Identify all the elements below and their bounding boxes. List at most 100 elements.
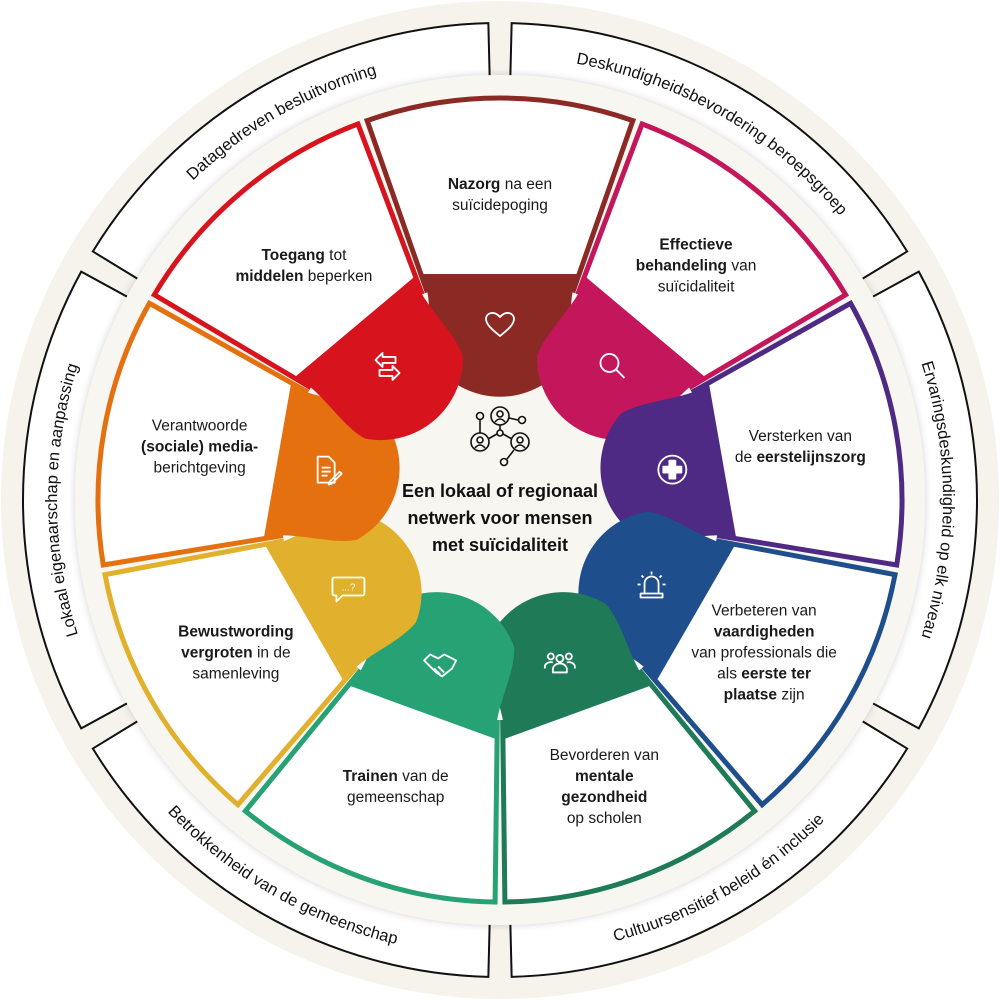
center-title: Een lokaal of regionaal netwerk voor men… bbox=[350, 478, 650, 559]
segment-eerstelijnszorg[interactable] bbox=[690, 299, 905, 568]
label-line: mentale bbox=[504, 766, 704, 787]
handshake-icon bbox=[423, 653, 458, 678]
segment-effectieve-behandeling[interactable] bbox=[575, 120, 850, 390]
label-line: behandeling van bbox=[596, 256, 796, 277]
label-text: samenleving bbox=[192, 665, 280, 682]
label-line: gemeenschap bbox=[296, 787, 496, 808]
medical-cross-icon bbox=[657, 454, 688, 485]
label-line: Verbeteren van bbox=[664, 600, 864, 621]
label-text: Versterken van bbox=[748, 428, 853, 446]
label-emphasis: Effectieve bbox=[659, 236, 733, 254]
label-line: suïcidaliteit bbox=[596, 277, 796, 298]
label-line: plaatse zijn bbox=[664, 684, 864, 705]
label-line: berichtgeving bbox=[100, 458, 300, 479]
label-text: suïcidaliteit bbox=[657, 278, 735, 296]
label-text: op scholen bbox=[566, 809, 642, 827]
label-text: Bevorderen van bbox=[549, 746, 660, 764]
label-text: van professionals die bbox=[691, 644, 837, 661]
label-text: de bbox=[734, 449, 757, 467]
label-line: van professionals die bbox=[664, 642, 864, 663]
label-emphasis: Trainen bbox=[342, 767, 398, 785]
label-emphasis: vaardigheden bbox=[713, 623, 815, 640]
label-line: Versterken van bbox=[700, 426, 900, 447]
label-line: vaardigheden bbox=[664, 621, 864, 642]
label-emphasis: plaatse bbox=[723, 686, 778, 703]
segment-trainen[interactable] bbox=[241, 668, 500, 905]
label-emphasis: (sociale) media- bbox=[141, 438, 259, 456]
label-line: Nazorg na een bbox=[400, 174, 600, 195]
label-emphasis: Bewustwording bbox=[178, 623, 294, 640]
label-text: Verantwoorde bbox=[151, 417, 248, 435]
segment-media-berichtgeving[interactable] bbox=[95, 299, 310, 568]
center-title-line: netwerk voor mensen bbox=[407, 508, 593, 528]
center-title-line: Een lokaal of regionaal bbox=[401, 481, 599, 501]
segment-bewustwording-label: Bewustwording vergroten in de samenleving bbox=[136, 621, 336, 684]
label-text: van bbox=[727, 257, 757, 275]
label-line: vergroten in de bbox=[136, 642, 336, 663]
exchange-arrows-icon bbox=[374, 352, 401, 381]
label-emphasis: Toegang bbox=[261, 247, 325, 265]
label-emphasis: eerstelijnszorg bbox=[756, 449, 866, 467]
label-emphasis: gezondheid bbox=[561, 788, 648, 806]
label-line: gezondheid bbox=[504, 787, 704, 808]
label-text: suïcidepoging bbox=[452, 197, 548, 214]
segment-vaardigheden[interactable] bbox=[641, 538, 898, 809]
label-text: van de bbox=[397, 767, 449, 785]
heart-icon bbox=[485, 312, 515, 337]
segment-bewustwording[interactable] bbox=[102, 538, 359, 809]
label-line: Effectieve bbox=[596, 235, 796, 256]
label-line: Trainen van de bbox=[296, 766, 496, 787]
document-pen-icon bbox=[316, 455, 343, 486]
label-text: Verbeteren van bbox=[711, 602, 817, 619]
segment-mentale-gezondheid[interactable] bbox=[500, 668, 759, 905]
label-line: (sociale) media- bbox=[100, 437, 300, 458]
label-emphasis: behandeling bbox=[635, 257, 728, 275]
svg-text:...?: ...? bbox=[341, 583, 355, 594]
label-line: samenleving bbox=[136, 663, 336, 684]
segment-nazorg-label: Nazorg na een suïcidepoging bbox=[400, 174, 600, 216]
label-emphasis: mentale bbox=[575, 767, 634, 785]
label-line: middelen beperken bbox=[204, 266, 404, 287]
speech-bubble-icon: ...? bbox=[331, 576, 366, 603]
segment-media-berichtgeving-label: Verantwoorde (sociale) media-berichtgevin… bbox=[100, 416, 300, 479]
segment-nazorg[interactable] bbox=[363, 95, 637, 294]
label-text: berichtgeving bbox=[153, 459, 246, 477]
segment-eerstelijnszorg-drop[interactable] bbox=[588, 384, 736, 558]
label-text: na een bbox=[500, 176, 553, 193]
people-group-icon bbox=[543, 652, 576, 674]
label-text: beperken bbox=[303, 268, 373, 286]
label-line: Bevorderen van bbox=[504, 745, 704, 766]
label-text: tot bbox=[324, 247, 347, 265]
magnifier-icon bbox=[599, 353, 626, 379]
siren-icon bbox=[637, 571, 666, 599]
label-emphasis: middelen bbox=[235, 268, 304, 286]
label-line: de eerstelijnszorg bbox=[700, 447, 900, 468]
label-emphasis: Nazorg bbox=[447, 176, 501, 193]
segment-effectieve-behandeling-drop[interactable] bbox=[507, 277, 705, 470]
segment-toegang-middelen[interactable] bbox=[150, 120, 425, 390]
label-emphasis: vergroten bbox=[181, 644, 253, 661]
segment-vaardigheden-label: Verbeteren van vaardigheden van profession… bbox=[664, 600, 864, 705]
label-line: Verantwoorde bbox=[100, 416, 300, 437]
label-line: suïcidepoging bbox=[400, 195, 600, 216]
label-emphasis: eerste ter bbox=[741, 665, 812, 682]
label-line: als eerste ter bbox=[664, 663, 864, 684]
segment-mentale-gezondheid-label: Bevorderen van mentale gezondheid op schole… bbox=[504, 745, 704, 829]
label-line: op scholen bbox=[504, 808, 704, 829]
label-text: in de bbox=[252, 644, 291, 661]
network-people-icon bbox=[470, 406, 530, 467]
label-text: als bbox=[717, 665, 742, 682]
label-text: gemeenschap bbox=[346, 788, 445, 806]
label-line: Toegang tot bbox=[204, 245, 404, 266]
segment-mentale-gezondheid-drop[interactable] bbox=[463, 571, 650, 739]
segment-toegang-middelen-drop[interactable] bbox=[295, 277, 493, 470]
label-text: zijn bbox=[777, 686, 805, 703]
center-title-line: met suïcidaliteit bbox=[431, 535, 569, 555]
label-line: Bewustwording bbox=[136, 621, 336, 642]
